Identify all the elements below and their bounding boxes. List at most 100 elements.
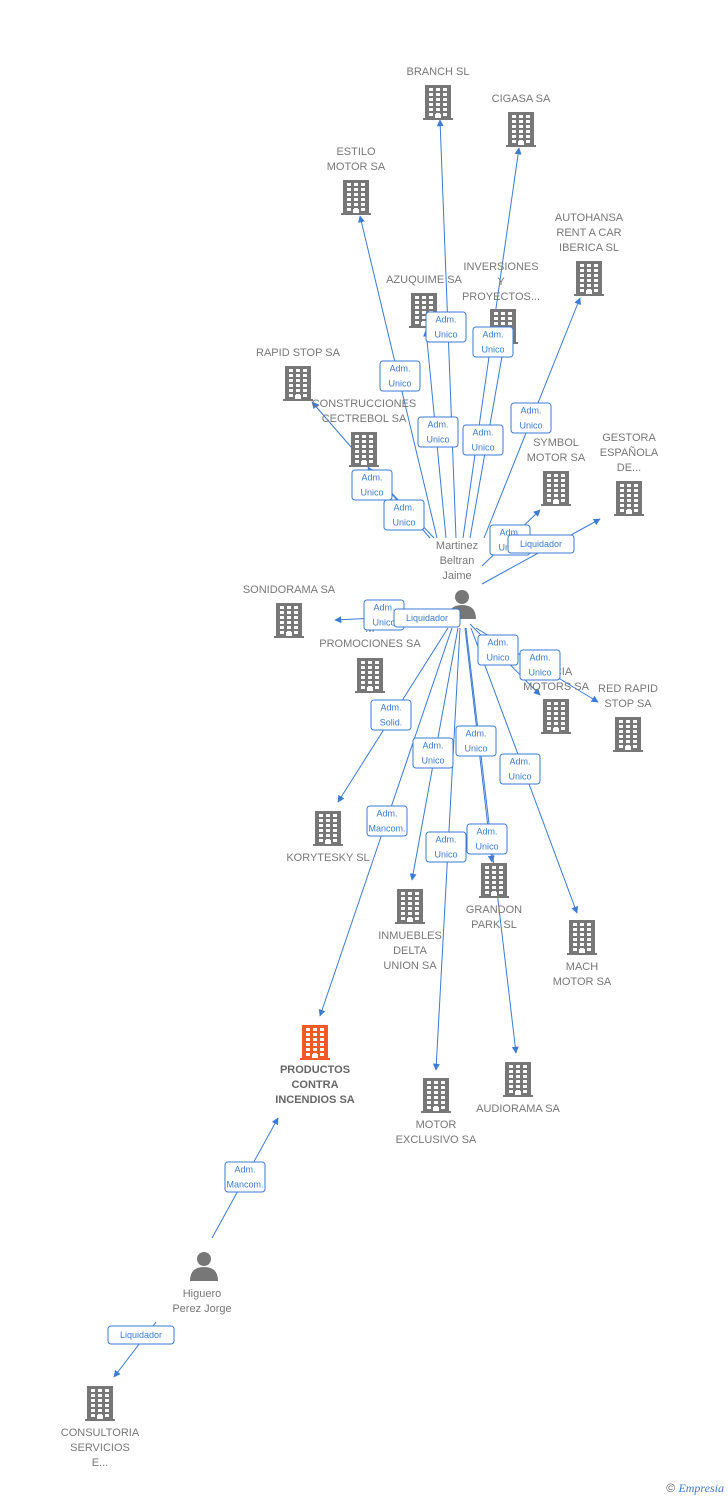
node-sonidorama[interactable]: SONIDORAMA SA [243,584,336,638]
building-icon [349,432,379,467]
node-label: PROYECTOS... [462,291,540,303]
building-icon [421,1078,451,1113]
node-label: Jaime [442,570,471,582]
node-label: IBERICA SL [559,242,619,254]
edge-label-martinez-motorexclusivo[interactable]: Adm.Unico [425,831,467,863]
brand-logo[interactable]: Empresia [678,1481,724,1495]
edge-label-martinez-grandon[interactable]: Adm. Unico [455,725,497,757]
edge-label-text: Adm. [465,729,486,739]
edge-label-box [477,634,519,666]
node-label: GRANDON [466,904,522,916]
edge-label-martinez-korytesky[interactable]: Adm. Solid. [370,699,412,731]
edge-label-martinez-promociones[interactable]: Liquidador [393,608,461,628]
node-azuquime[interactable]: AZUQUIME SA [386,274,463,328]
edge-label-martinez-inversiones[interactable]: Adm.Unico [462,424,504,456]
building-icon [503,1062,533,1097]
node-gestora[interactable]: GESTORAESPAÑOLADE... [600,432,659,516]
node-audiorama[interactable]: AUDIORAMA SA [476,1062,561,1115]
edge-label-box [466,823,508,855]
edge-label-martinez-lucia[interactable]: Adm.Unico [477,634,519,666]
node-label: RED RAPID [598,683,658,695]
node-label: ESTILO [336,146,376,158]
edge-label-martinez-cigasa[interactable]: Adm.Unico [472,326,514,358]
edge-label-martinez-productos[interactable]: Adm.Mancom. [366,805,408,837]
edge-label-martinez-autohansa[interactable]: Adm.Unico [510,402,552,434]
edge-label-text: Adm. [476,827,497,837]
edge-label-martinez-mach[interactable]: Adm.Unico [499,753,541,785]
edge-label-text: Unico [519,421,542,431]
node-lucia[interactable]: LUCIAMOTORS SA [523,666,590,734]
node-label: BRANCH SL [407,66,470,78]
edge-label-text: Solid. [380,718,403,728]
node-consultoria[interactable]: CONSULTORIASERVICIOSE... [61,1386,140,1469]
node-label: RENT A CAR [556,227,621,239]
edge-label-martinez-construcciones[interactable]: Adm.Unico [383,499,425,531]
edge-label-text: Unico [464,744,487,754]
edge-label-martinez-azuquime[interactable]: Adm.Unico [417,416,459,448]
edge-label-text: Adm. [361,473,382,483]
edge-label-text: Liquidador [120,1330,162,1340]
edge-label-text: Adm. [427,420,448,430]
edge-label-box [510,402,552,434]
edge-label-text: Adm. [435,315,456,325]
edge-label-martinez-redrapid[interactable]: Adm.Unico [519,649,561,681]
edge-label-text: Adm. [234,1165,255,1175]
edge-label-text: Unico [388,379,411,389]
edge-label-martinez-rapidstop[interactable]: Adm.Unico [351,469,393,501]
node-redrapid[interactable]: RED RAPID STOP SA [598,683,658,752]
node-korytesky[interactable]: KORYTESKY SL [286,811,370,864]
node-label: MOTOR SA [527,452,586,464]
node-label: CIGASA SA [492,93,551,105]
edge-label-martinez-audiorama[interactable]: Adm.Unico [466,823,508,855]
node-label: INVERSIONES [463,261,538,273]
edge-label-box [417,416,459,448]
edge-label-martinez-branch[interactable]: Adm.Unico [425,311,467,343]
building-icon [313,811,343,846]
edge-label-text: Mancom. [368,824,405,834]
node-label: INCENDIOS SA [275,1094,355,1106]
edge-label-martinez-estilo[interactable]: Adm.Unico [379,360,421,392]
edge-label-text: Unico [434,850,457,860]
edge-label-text: Unico [421,756,444,766]
node-label: INMUEBLES [378,930,442,942]
building-icon [283,366,313,401]
node-label: STOP SA [604,698,652,710]
edge-label-text: Unico [471,443,494,453]
node-promociones[interactable]: MPROMOCIONES SA [319,623,421,693]
edge-label-box [379,360,421,392]
node-label: SERVICIOS [70,1442,130,1454]
edge-label-text: Unico [372,618,395,628]
edge-label-higuero-productos[interactable]: Adm.Mancom. [224,1161,266,1193]
building-icon [506,112,536,147]
edge-label-text: Adm. [422,741,443,751]
building-icon [574,261,604,296]
node-label: MACH [566,961,598,973]
edge-label-box [107,1325,175,1345]
node-rapidstop[interactable]: RAPID STOP SA [256,347,341,401]
edge-label-martinez-inmuebles[interactable]: Adm. Unico [412,737,454,769]
edge-label-higuero-consultoria[interactable]: Liquidador [107,1325,175,1345]
edge-label-box [472,326,514,358]
node-branch[interactable]: BRANCH SL [407,66,470,120]
edge-label-martinez-gestora[interactable]: Liquidador [507,534,575,554]
node-label: CECTREBOL SA [322,413,407,425]
edge-label-box [412,737,454,769]
node-label: KORYTESKY SL [286,852,369,864]
node-cigasa[interactable]: CIGASA SA [492,93,551,147]
node-label: SONIDORAMA SA [243,584,336,596]
edge-label-text: Liquidador [406,613,448,623]
edge-label-text: Adm. [380,703,401,713]
